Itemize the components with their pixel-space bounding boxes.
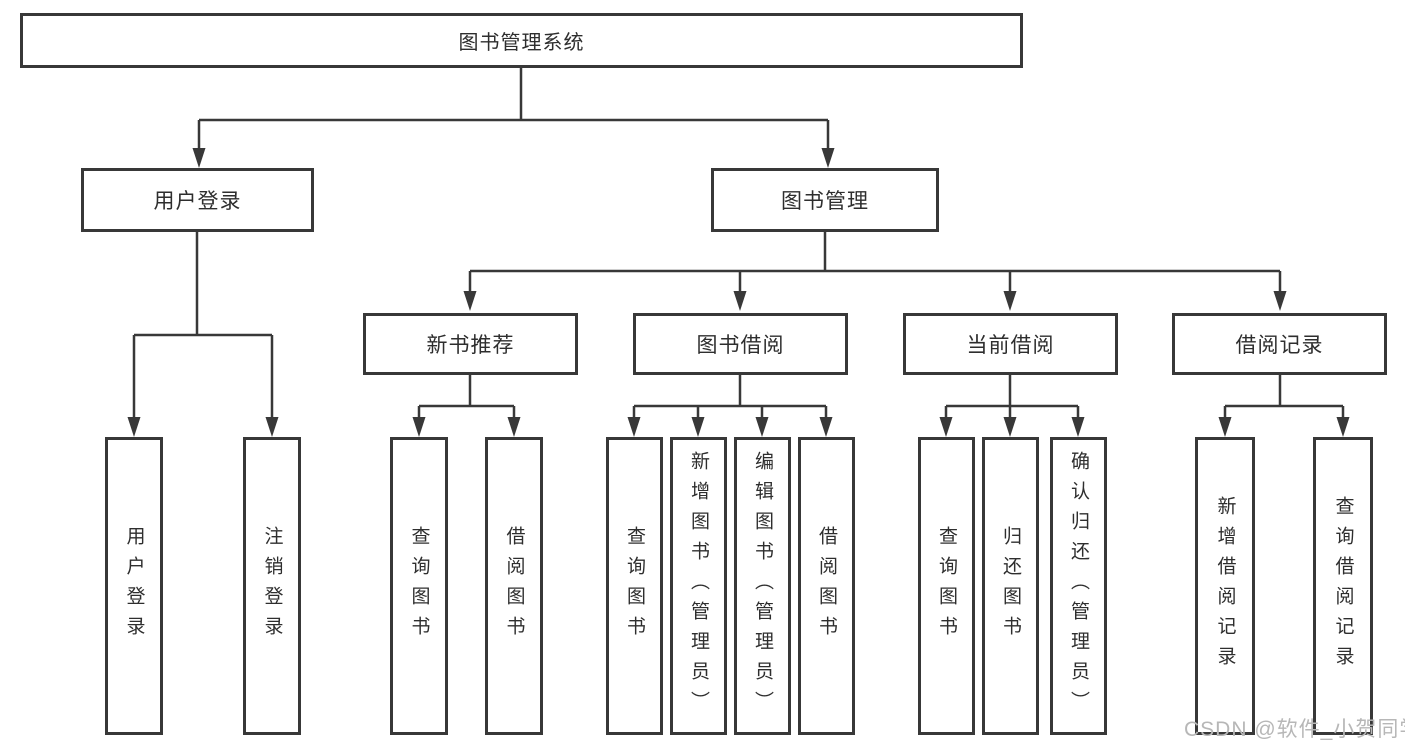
arrowhead-icon (192, 148, 206, 168)
csdn-watermark: CSDN @软件_小贺同学 (1184, 718, 1405, 741)
arrowhead-icon (127, 417, 141, 437)
connector-records-to-leaves (1223, 375, 1345, 421)
connector-userlogin-to-leaves (132, 232, 274, 421)
node-borrow-records: 借阅记录 (1172, 313, 1387, 375)
leaf-borrow-edit-admin: 编辑图书（管理员） (734, 437, 791, 735)
leaf-user-login: 用户登录 (105, 437, 163, 735)
arrowhead-icon (1071, 417, 1085, 437)
leaf-records-add: 新增借阅记录 (1195, 437, 1255, 735)
leaf-borrow-query: 查询图书 (606, 437, 663, 735)
arrowhead-icon (691, 417, 705, 437)
node-book-borrow: 图书借阅 (633, 313, 848, 375)
arrowhead-icon (1273, 291, 1287, 311)
connector-bookborrow-to-leaves (632, 375, 828, 421)
leaf-current-return: 归还图书 (982, 437, 1039, 735)
arrowhead-icon (507, 417, 521, 437)
arrowhead-icon (627, 417, 641, 437)
leaf-newbooks-borrow: 借阅图书 (485, 437, 543, 735)
arrowhead-icon (733, 291, 747, 311)
leaf-current-confirm-admin: 确认归还（管理员） (1050, 437, 1107, 735)
leaf-borrow-borrow: 借阅图书 (798, 437, 855, 735)
leaf-newbooks-query: 查询图书 (390, 437, 448, 735)
arrowhead-icon (819, 417, 833, 437)
arrowhead-icon (755, 417, 769, 437)
leaf-borrow-add-admin: 新增图书（管理员） (670, 437, 727, 735)
connector-currentborrow-to-leaves (944, 375, 1080, 421)
arrowhead-icon (265, 417, 279, 437)
node-user-login: 用户登录 (81, 168, 314, 232)
arrowhead-icon (939, 417, 953, 437)
leaf-records-query: 查询借阅记录 (1313, 437, 1373, 735)
leaf-logout: 注销登录 (243, 437, 301, 735)
arrowhead-icon (463, 291, 477, 311)
arrowhead-icon (1003, 291, 1017, 311)
node-root-title: 图书管理系统 (20, 13, 1023, 68)
node-new-books: 新书推荐 (363, 313, 578, 375)
connector-root-to-level2 (197, 68, 830, 152)
arrowhead-icon (1003, 417, 1017, 437)
arrowhead-icon (821, 148, 835, 168)
arrowhead-icon (1336, 417, 1350, 437)
arrowhead-icon (412, 417, 426, 437)
leaf-current-query: 查询图书 (918, 437, 975, 735)
connector-bookmgmt-to-level3 (468, 232, 1282, 295)
arrowhead-icon (1218, 417, 1232, 437)
node-current-borrow: 当前借阅 (903, 313, 1118, 375)
connector-newbooks-to-leaves (417, 375, 516, 421)
node-book-management: 图书管理 (711, 168, 939, 232)
